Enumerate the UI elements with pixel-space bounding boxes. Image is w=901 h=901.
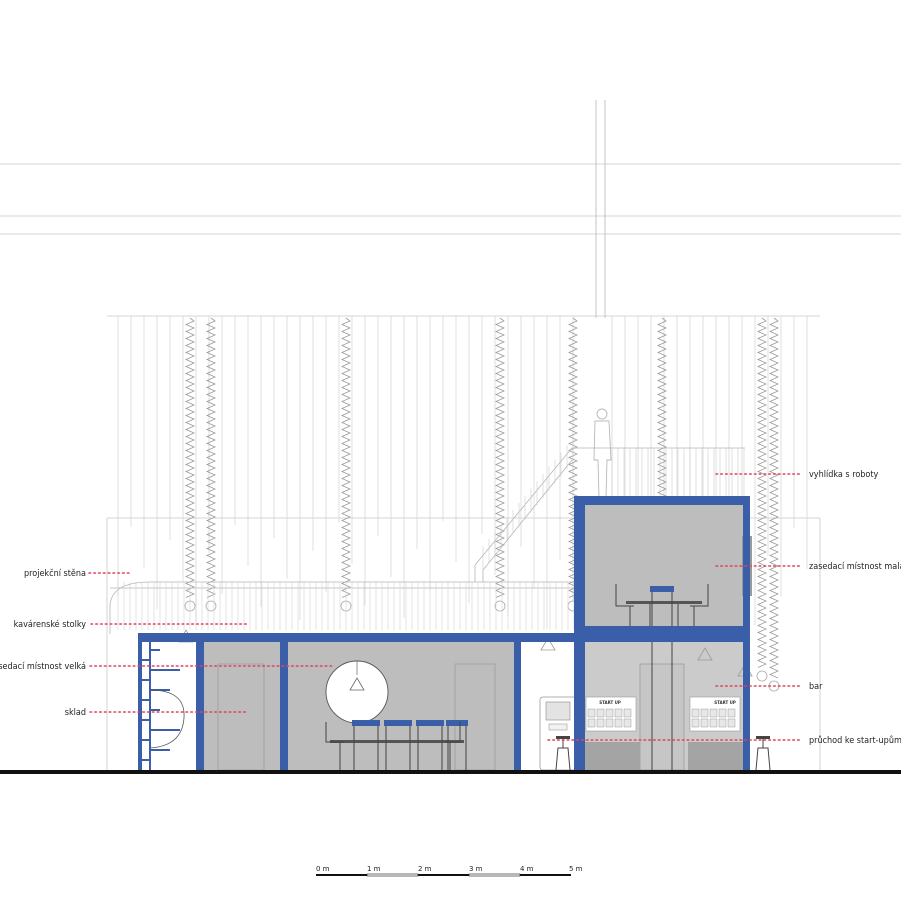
- chair-icon: [352, 720, 380, 770]
- large-meeting-table: [325, 660, 468, 770]
- scale-tick: 3 m: [469, 865, 483, 873]
- scale-tick: 0 m: [316, 865, 330, 873]
- start-up-sign-right: START UP: [689, 696, 741, 732]
- ground-floor-rooms: [204, 500, 752, 771]
- sign-text: START UP: [599, 700, 621, 705]
- label-projection-wall: projekční stěna: [24, 568, 86, 579]
- label-bar: bar: [809, 682, 823, 692]
- label-small-meeting-room: zasedací místnost malá: [809, 562, 901, 572]
- chair-icon: [384, 720, 412, 770]
- robot-head-icon: [756, 670, 768, 682]
- robot-head-icon: [205, 600, 217, 612]
- stool-icon: [755, 736, 771, 771]
- robot-head-icon: [494, 600, 506, 612]
- ground-line: [0, 770, 901, 774]
- spiral-stair: [140, 640, 185, 770]
- pendant-lamp-icon: [697, 647, 713, 661]
- chair-icon: [446, 722, 461, 770]
- scale-bar: 0 m 1 m 2 m 3 m 4 m 5 m: [316, 865, 583, 877]
- scale-tick: 5 m: [569, 865, 583, 873]
- robot-spring-icon: [495, 317, 505, 598]
- pendant-lamp-icon: [540, 637, 556, 651]
- sign-text: START UP: [714, 700, 736, 705]
- robot-spring-icon: [341, 317, 351, 598]
- labels-right: vyhlídka s roboty zasedací místnost malá…: [809, 470, 901, 746]
- robot-spring-icon: [185, 317, 195, 598]
- leader-lines: [88, 473, 801, 741]
- roof-lines: [0, 100, 901, 770]
- label-robot-viewpoint: vyhlídka s roboty: [809, 470, 879, 480]
- chair-icon: [325, 722, 344, 770]
- vending-machine: [539, 696, 577, 771]
- label-cafe-tables: kavárenské stolky: [14, 619, 87, 630]
- person-silhouette-icon: [593, 408, 612, 498]
- label-large-meeting-room: zasedací místnost velká: [0, 662, 86, 672]
- robot-spring-icon: [769, 317, 779, 679]
- robot-spring-icon: [757, 317, 767, 668]
- label-startup-passage: průchod ke start-upům: [809, 735, 901, 746]
- mezzanine-railing: [109, 438, 745, 634]
- scale-tick: 1 m: [367, 865, 381, 873]
- building-structure: [138, 496, 750, 770]
- robot-spring-icon: [206, 317, 216, 598]
- chair-icon: [416, 720, 444, 770]
- label-storage: sklad: [65, 708, 86, 718]
- pendant-lamp-icon: [349, 677, 365, 691]
- scale-tick: 2 m: [418, 865, 432, 873]
- labels-left: projekční stěna kavárenské stolky zaseda…: [0, 568, 86, 718]
- chair-icon: [446, 720, 468, 770]
- chair-icon: [650, 586, 674, 770]
- start-up-sign-left: START UP: [585, 696, 637, 732]
- scale-tick: 4 m: [520, 865, 534, 873]
